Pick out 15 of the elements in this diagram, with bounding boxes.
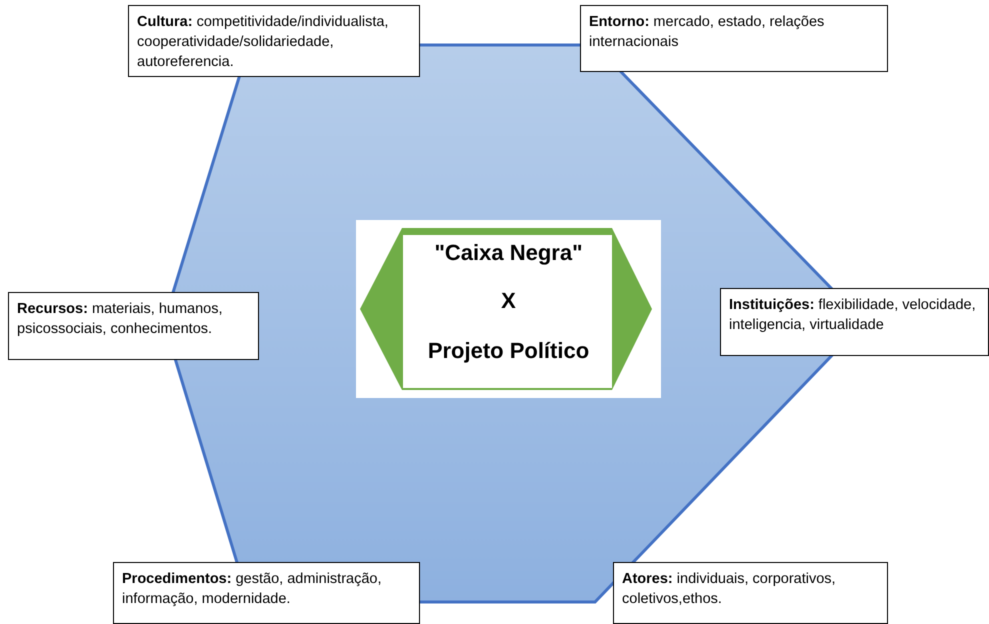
box-text: Recursos: materiais, humanos, psicossociais, conhecimentos. bbox=[17, 300, 224, 339]
info-box bbox=[8, 292, 259, 360]
box-text: Entorno: mercado, estado, relações internacionais bbox=[589, 13, 826, 52]
info-box bbox=[128, 5, 420, 77]
box-text: Procedimentos: gestão, administração, informação, modernidade. bbox=[122, 570, 383, 609]
info-box bbox=[580, 5, 888, 72]
box-text: Instituições: flexibilidade, velocidade, inteligencia, virtualidade bbox=[729, 296, 977, 335]
box-title: "Caixa Negra" bbox=[433, 240, 584, 266]
box-text: Atores: individuais, corporativos, coletivos,ethos. bbox=[622, 570, 837, 609]
multiplication-sign: X bbox=[500, 288, 517, 314]
info-box bbox=[613, 562, 888, 624]
info-box bbox=[113, 562, 420, 624]
info-box bbox=[720, 288, 989, 356]
box-text: Cultura: competitividade/individualista, cooperatividade/solidariedade, autoreferencia. bbox=[137, 13, 390, 72]
box-subtitle: Projeto Político bbox=[426, 338, 590, 364]
